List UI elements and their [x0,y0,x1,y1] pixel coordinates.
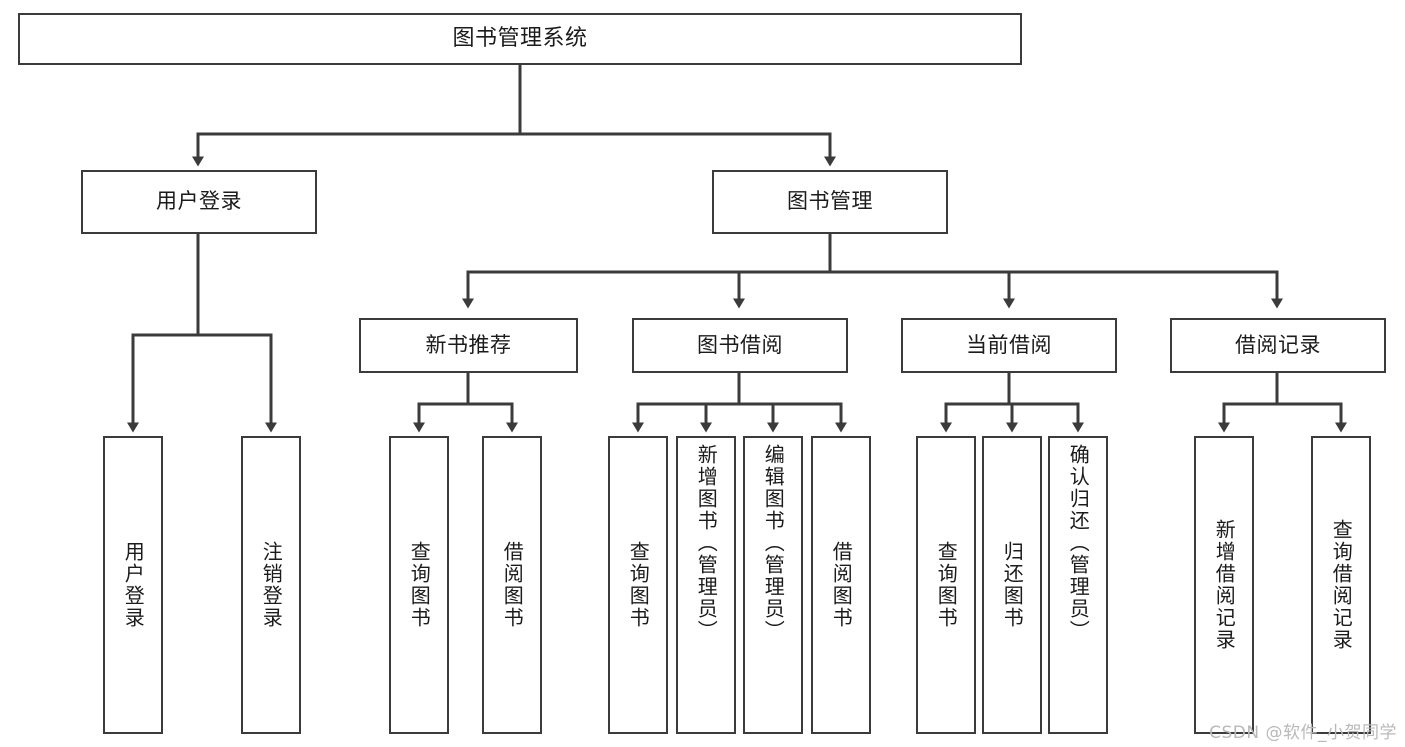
leaf-user-login-logout-label: 注销登录 [259,541,284,629]
leaf-current-borrow-return[interactable]: 归还图书 [982,436,1042,734]
leaf-borrow-record-query-label: 查询借阅记录 [1329,519,1354,651]
node-book-borrow[interactable]: 图书借阅 [632,318,848,373]
leaf-book-borrow-query-label: 查询图书 [626,541,651,629]
leaf-new-book-borrow[interactable]: 借阅图书 [482,436,542,734]
node-borrow-record-label: 借阅记录 [1235,332,1321,357]
node-borrow-record[interactable]: 借阅记录 [1170,318,1386,373]
watermark: CSDN @软件_小贺同学 [1209,723,1397,743]
node-new-book-recommend-label: 新书推荐 [425,332,512,357]
leaf-book-borrow-add[interactable]: 新增图书（管理员） [676,436,736,734]
leaf-user-login-logout[interactable]: 注销登录 [241,436,301,734]
node-book-management-label: 图书管理 [787,189,873,214]
leaf-current-borrow-query-label: 查询图书 [934,541,959,629]
leaf-book-borrow-borrow[interactable]: 借阅图书 [811,436,871,734]
leaf-current-borrow-confirm-label: 确认归还（管理员） [1066,444,1091,642]
leaf-book-borrow-borrow-label: 借阅图书 [829,541,854,629]
leaf-current-borrow-confirm[interactable]: 确认归还（管理员） [1048,436,1108,734]
leaf-new-book-query[interactable]: 查询图书 [389,436,449,734]
leaf-user-login-login[interactable]: 用户登录 [103,436,163,734]
leaf-current-borrow-return-label: 归还图书 [1000,541,1025,629]
leaf-book-borrow-query[interactable]: 查询图书 [608,436,668,734]
node-book-borrow-label: 图书借阅 [697,332,783,357]
leaf-book-borrow-add-label: 新增图书（管理员） [694,444,719,642]
leaf-borrow-record-add[interactable]: 新增借阅记录 [1194,436,1254,734]
node-current-borrow[interactable]: 当前借阅 [901,318,1117,373]
leaf-new-book-query-label: 查询图书 [407,541,432,629]
leaf-current-borrow-query[interactable]: 查询图书 [916,436,976,734]
node-new-book-recommend[interactable]: 新书推荐 [359,318,578,373]
node-current-borrow-label: 当前借阅 [966,332,1052,357]
leaf-new-book-borrow-label: 借阅图书 [500,541,525,629]
leaf-book-borrow-edit-label: 编辑图书（管理员） [761,444,786,642]
node-root[interactable]: 图书管理系统 [18,13,1022,65]
leaf-borrow-record-query[interactable]: 查询借阅记录 [1311,436,1371,734]
leaf-borrow-record-add-label: 新增借阅记录 [1212,519,1237,651]
node-book-management[interactable]: 图书管理 [712,170,948,234]
node-root-label: 图书管理系统 [452,25,588,51]
node-user-login-label: 用户登录 [156,189,242,214]
node-user-login[interactable]: 用户登录 [81,170,317,234]
leaf-book-borrow-edit[interactable]: 编辑图书（管理员） [743,436,803,734]
leaf-user-login-login-label: 用户登录 [121,541,146,629]
